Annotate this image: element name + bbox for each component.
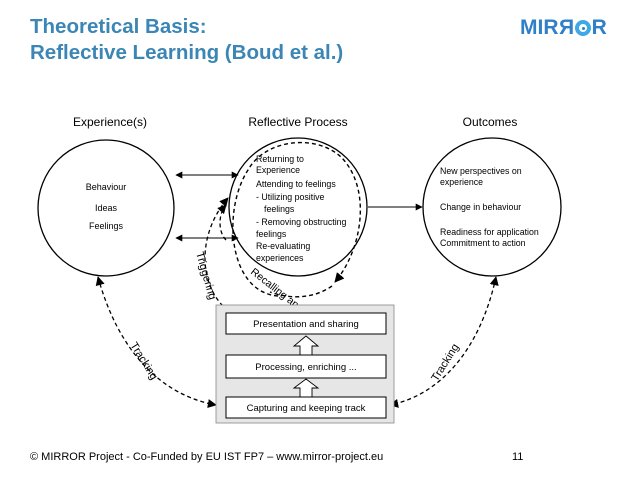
reflective-item: - Removing obstructing: [256, 217, 347, 227]
reflective-item: Re-evaluating: [256, 241, 310, 251]
title-line-1: Theoretical Basis:: [30, 15, 207, 38]
logo-eye-icon: [574, 20, 591, 36]
stack-label-processing: Processing, enriching ...: [255, 362, 356, 373]
reflective-item: Attending to feelings: [256, 179, 336, 189]
title-line-2: Reflective Learning (Boud et al.): [30, 41, 344, 64]
stack-box-presentation: [225, 312, 387, 335]
stack-label-capturing: Capturing and keeping track: [247, 403, 366, 414]
experience-item: Feelings: [89, 221, 124, 231]
tracking-arrow-left: [95, 276, 217, 409]
slide-title: Theoretical Basis: Reflective Learning (…: [30, 14, 450, 66]
reflective-item: Returning to: [256, 154, 304, 164]
outcome-item: Readiness for application: [440, 227, 539, 237]
header-reflective-process: Reflective Process: [248, 115, 347, 129]
outcome-item: New perspectives on: [440, 166, 522, 176]
experience-circle: [37, 139, 175, 277]
up-arrow-icon: [292, 378, 320, 398]
tracking-arrow-right: [389, 276, 499, 408]
reflective-circle: [228, 137, 368, 277]
reflective-item: Experience: [256, 165, 300, 175]
triggering-label: Triggering: [193, 251, 218, 302]
header-experience: Experience(s): [73, 115, 147, 129]
reflective-item: experiences: [256, 253, 304, 263]
recalling-loop-tail: [269, 285, 333, 298]
reflective-item: feelings: [256, 229, 287, 239]
logo-text-pre: MIR: [520, 16, 559, 39]
experience-item: Behaviour: [86, 182, 127, 192]
outcomes-circle: [422, 137, 562, 277]
footer-text: © MIRROR Project - Co-Funded by EU IST F…: [30, 451, 384, 463]
reflective-item: - Utilizing positive: [256, 192, 325, 202]
tracking-label-right: Tracking: [429, 342, 461, 384]
up-arrow-icon: [292, 335, 320, 356]
outcome-item: experience: [440, 177, 483, 187]
outcome-item: Commitment to action: [440, 238, 526, 248]
experience-item: Ideas: [95, 203, 118, 213]
tracking-label-left: Tracking: [127, 340, 159, 382]
reflective-item: feelings: [264, 204, 295, 214]
recalling-loop-arrow: [232, 141, 361, 297]
stack-label-presentation: Presentation and sharing: [253, 319, 359, 330]
page-number: 11: [512, 451, 524, 463]
triggering-arrow-upper: [217, 204, 227, 241]
logo-text-post: R: [591, 16, 607, 39]
outcome-item: Change in behaviour: [440, 202, 521, 212]
header-outcomes: Outcomes: [463, 115, 518, 129]
